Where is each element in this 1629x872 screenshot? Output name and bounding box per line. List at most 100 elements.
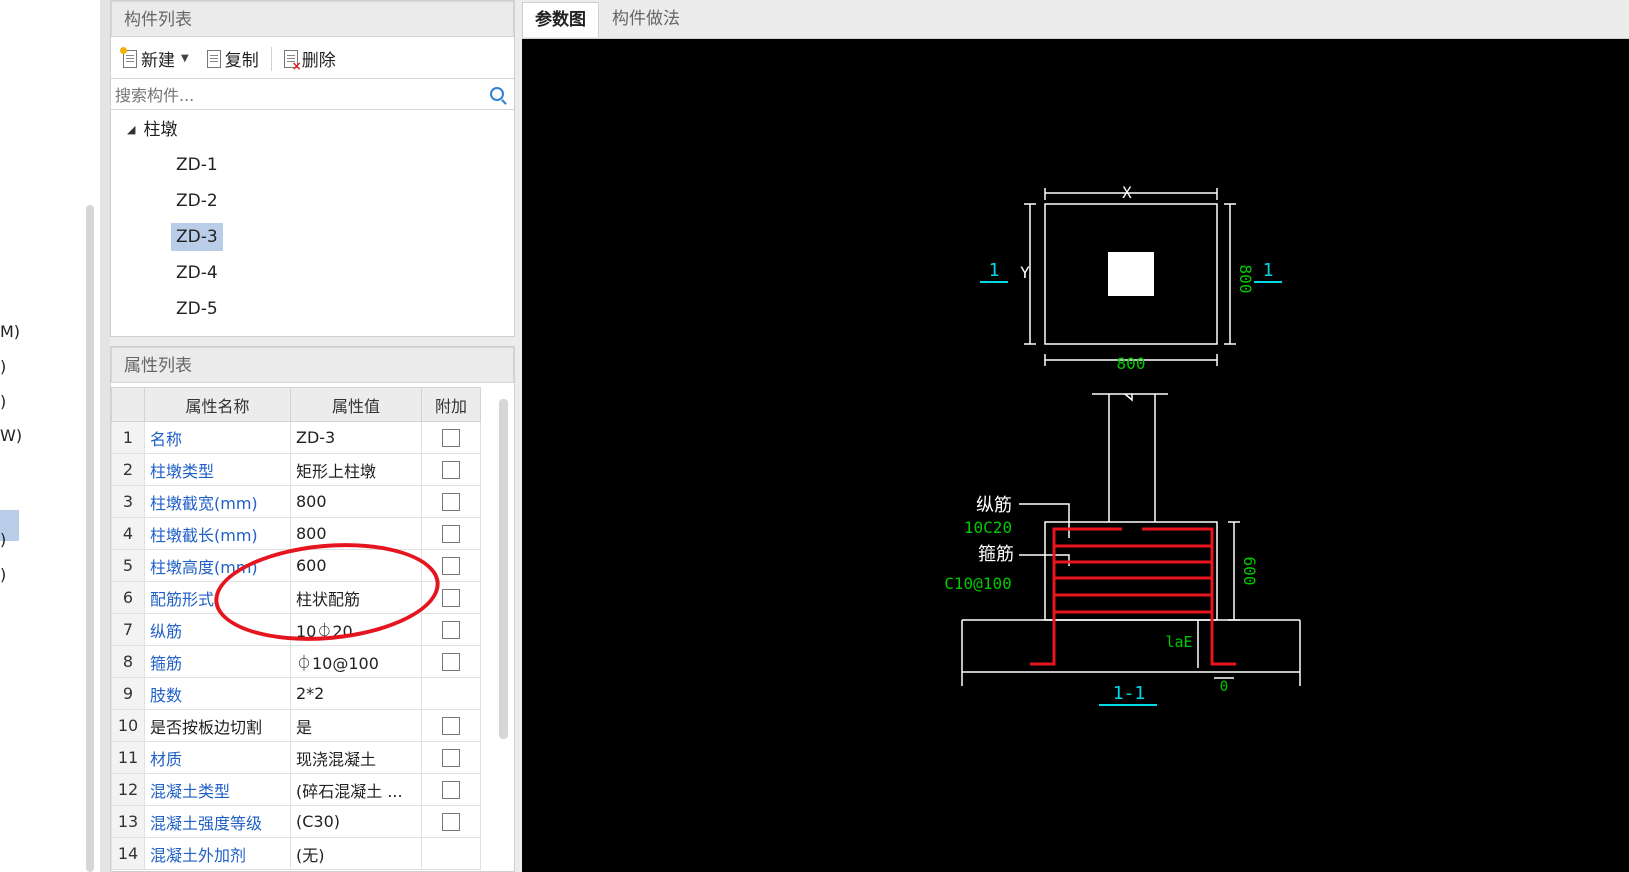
- section-mark-left: 1: [989, 260, 1000, 281]
- extra-checkbox[interactable]: [442, 717, 460, 736]
- collapse-triangle-icon[interactable]: ◢: [127, 123, 136, 136]
- delete-icon: [283, 49, 302, 72]
- copy-button[interactable]: 复制: [201, 44, 265, 73]
- tab-parameter-diagram[interactable]: 参数图: [522, 2, 599, 37]
- copy-icon: [206, 49, 221, 68]
- property-value[interactable]: 10⏀20: [290, 613, 422, 646]
- property-name: 混凝土强度等级: [144, 805, 291, 838]
- property-scrollbar[interactable]: [499, 399, 508, 739]
- component-list-panel: 构件列表 新建 ▼ 复制 删除 ◢ 柱墩 ZD-1 ZD-2 ZD-3 ZD-4…: [110, 0, 515, 337]
- extra-checkbox[interactable]: [442, 557, 460, 576]
- search-icon[interactable]: [490, 87, 504, 101]
- extra-checkbox[interactable]: [442, 749, 460, 768]
- row-index: 14: [111, 837, 145, 870]
- extra-cell: [421, 773, 481, 806]
- longitudinal-spec: 10C20: [964, 518, 1012, 537]
- header-property-name[interactable]: 属性名称: [144, 387, 291, 422]
- tree-item-selected[interactable]: ZD-3: [111, 219, 514, 255]
- stirrup-spec: C10@100: [944, 574, 1011, 593]
- extra-cell: [421, 421, 481, 454]
- extra-checkbox[interactable]: [442, 429, 460, 448]
- stirrup-label: 箍筋: [978, 544, 1014, 565]
- rebar-group: [1030, 527, 1236, 666]
- extra-checkbox[interactable]: [442, 781, 460, 800]
- extra-checkbox[interactable]: [442, 493, 460, 512]
- property-name: 柱墩高度(mm): [144, 549, 291, 582]
- tab-component-method[interactable]: 构件做法: [612, 9, 680, 29]
- delete-button[interactable]: 删除: [278, 44, 342, 73]
- left-item-fragment[interactable]: ): [0, 530, 7, 549]
- longitudinal-label: 纵筋: [976, 495, 1012, 516]
- extra-checkbox[interactable]: [442, 525, 460, 544]
- left-item-fragment[interactable]: W): [0, 426, 23, 445]
- header-property-value[interactable]: 属性值: [290, 387, 422, 422]
- row-index: 5: [111, 549, 145, 582]
- row-index: 13: [111, 805, 145, 838]
- tree-item[interactable]: ZD-4: [111, 255, 514, 291]
- left-item-fragment[interactable]: M): [0, 322, 21, 341]
- header-extra[interactable]: 附加: [421, 387, 481, 422]
- tree-item-label: ZD-4: [176, 263, 218, 283]
- property-value[interactable]: 800: [290, 485, 422, 518]
- extra-checkbox[interactable]: [442, 461, 460, 480]
- property-value[interactable]: ⏀10@100: [290, 645, 422, 678]
- property-value[interactable]: 2*2: [290, 677, 422, 710]
- lae-label: laE: [1165, 633, 1192, 651]
- property-value[interactable]: (无): [290, 837, 422, 870]
- property-value[interactable]: (C30): [290, 805, 422, 838]
- left-item-fragment[interactable]: ): [0, 357, 7, 376]
- search-input[interactable]: [111, 80, 477, 110]
- extra-checkbox[interactable]: [442, 621, 460, 640]
- parameter-diagram-svg: X Y 800 800 1 1: [944, 183, 1301, 706]
- row-index: 9: [111, 677, 145, 710]
- splitter[interactable]: [100, 0, 110, 872]
- row-index: 4: [111, 517, 145, 550]
- chevron-down-icon[interactable]: ▼: [181, 53, 189, 64]
- left-item-fragment[interactable]: ): [0, 392, 7, 411]
- tree-item-label: ZD-5: [176, 299, 218, 319]
- new-document-icon: [120, 46, 137, 68]
- row-index: 10: [111, 709, 145, 742]
- property-value[interactable]: ZD-3: [290, 421, 422, 454]
- row-index: 1: [111, 421, 145, 454]
- property-value[interactable]: (碎石混凝土 ...: [290, 773, 422, 806]
- extra-checkbox[interactable]: [442, 589, 460, 608]
- left-scrollbar[interactable]: [86, 205, 94, 872]
- property-name: 柱墩类型: [144, 453, 291, 486]
- zero-label: 0: [1220, 679, 1228, 695]
- property-value[interactable]: 矩形上柱墩: [290, 453, 422, 486]
- left-item-fragment[interactable]: ): [0, 565, 7, 584]
- tree-item[interactable]: ZD-5: [111, 291, 514, 327]
- property-name: 混凝土外加剂: [144, 837, 291, 870]
- property-value[interactable]: 现浇混凝土: [290, 741, 422, 774]
- property-name: 混凝土类型: [144, 773, 291, 806]
- extra-checkbox[interactable]: [442, 653, 460, 672]
- property-value[interactable]: 600: [290, 549, 422, 582]
- property-value[interactable]: 是: [290, 709, 422, 742]
- left-navigation-strip: M) ) ) W) ) ): [0, 0, 101, 872]
- extra-checkbox[interactable]: [442, 813, 460, 832]
- tree-item[interactable]: ZD-2: [111, 183, 514, 219]
- extra-cell: [421, 613, 481, 646]
- delete-button-label: 删除: [301, 51, 336, 71]
- tree-item[interactable]: ZD-1: [111, 147, 514, 183]
- left-item-selected-highlight[interactable]: [0, 510, 19, 541]
- new-button[interactable]: 新建 ▼: [117, 44, 195, 73]
- tree-root-item[interactable]: ◢ 柱墩: [111, 113, 514, 147]
- property-name: 柱墩截宽(mm): [144, 485, 291, 518]
- plan-column-block: [1108, 252, 1154, 296]
